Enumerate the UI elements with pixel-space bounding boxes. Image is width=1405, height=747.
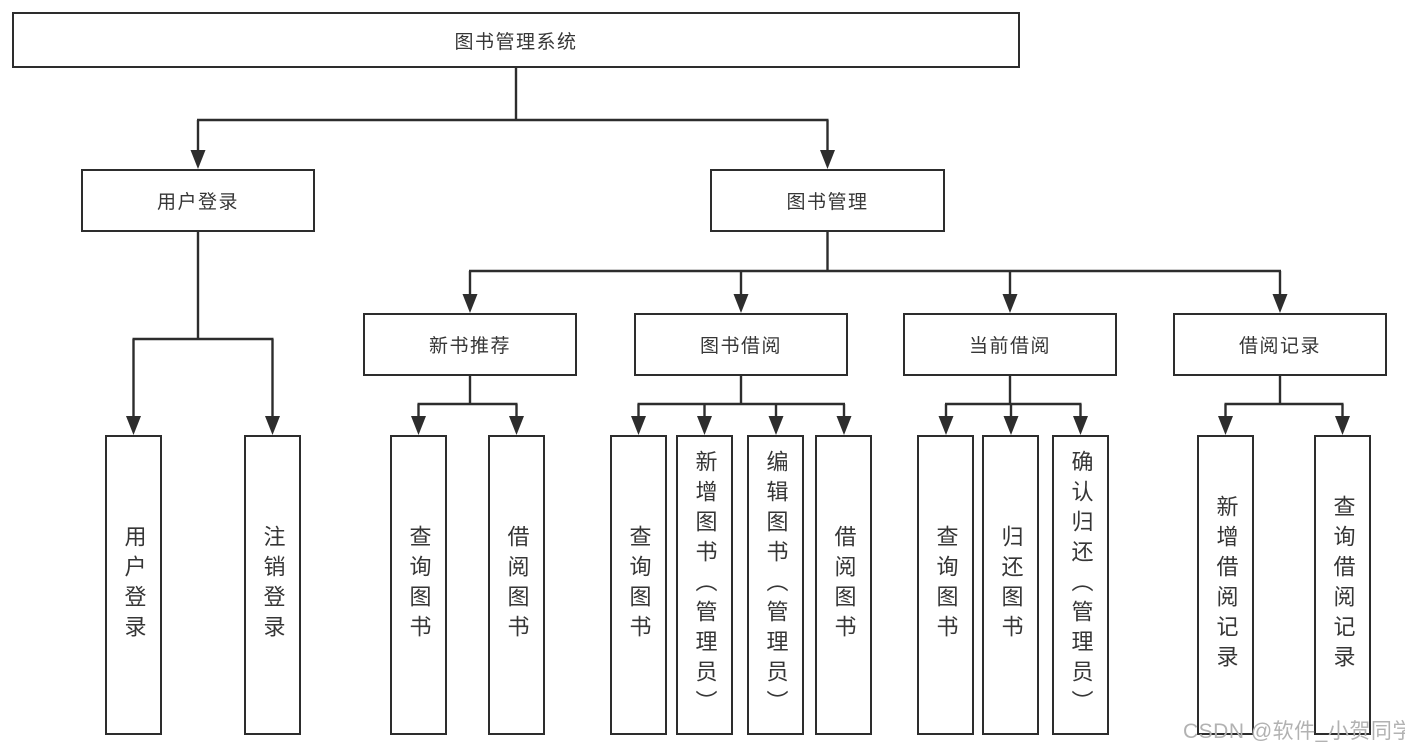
root-node-label: 图书管理系统 [454, 31, 578, 53]
leaf-user-login-label: 用户登录 [121, 525, 147, 645]
node-book-borrowing-label: 图书借阅 [699, 336, 782, 357]
node-new-book-recommend-label: 新书推荐 [428, 336, 511, 357]
leaf-logout: 注销登录 [244, 435, 301, 735]
leaf-borrowing-query-books-label: 查询图书 [626, 525, 652, 645]
node-borrowing-records-label: 借阅记录 [1238, 336, 1321, 357]
node-book-management: 图书管理 [710, 169, 945, 232]
node-current-borrowing-label: 当前借阅 [968, 336, 1051, 357]
leaf-current-query-books-label: 查询图书 [933, 525, 959, 645]
leaf-current-query-books: 查询图书 [917, 435, 974, 735]
leaf-borrowing-borrow-books-label: 借阅图书 [831, 525, 857, 645]
leaf-borrowing-borrow-books: 借阅图书 [815, 435, 872, 735]
leaf-current-confirm-return-label: 确认归还（管理员） [1068, 450, 1094, 720]
leaf-recommend-query-books-label: 查询图书 [406, 525, 432, 645]
root-node: 图书管理系统 [12, 12, 1020, 68]
node-new-book-recommend: 新书推荐 [363, 313, 577, 376]
csdn-watermark: CSDN @软件_小贺同学 [1183, 720, 1405, 743]
leaf-borrowing-query-books: 查询图书 [610, 435, 667, 735]
node-book-management-label: 图书管理 [786, 192, 869, 213]
leaf-records-add-record: 新增借阅记录 [1197, 435, 1254, 735]
leaf-borrowing-add-books-label: 新增图书（管理员） [692, 450, 718, 720]
leaf-logout-label: 注销登录 [260, 525, 286, 645]
leaf-borrowing-edit-books: 编辑图书（管理员） [747, 435, 804, 735]
leaf-records-query-record-label: 查询借阅记录 [1330, 495, 1356, 675]
leaf-current-return-books: 归还图书 [982, 435, 1039, 735]
node-current-borrowing: 当前借阅 [903, 313, 1117, 376]
leaf-records-add-record-label: 新增借阅记录 [1213, 495, 1239, 675]
node-user-login-label: 用户登录 [156, 192, 239, 213]
leaf-borrowing-edit-books-label: 编辑图书（管理员） [763, 450, 789, 720]
node-user-login: 用户登录 [81, 169, 315, 232]
leaf-current-confirm-return: 确认归还（管理员） [1052, 435, 1109, 735]
node-book-borrowing: 图书借阅 [634, 313, 848, 376]
leaf-recommend-borrow-books-label: 借阅图书 [504, 525, 530, 645]
node-borrowing-records: 借阅记录 [1173, 313, 1387, 376]
leaf-borrowing-add-books: 新增图书（管理员） [676, 435, 733, 735]
leaf-user-login: 用户登录 [105, 435, 162, 735]
leaf-recommend-borrow-books: 借阅图书 [488, 435, 545, 735]
leaf-recommend-query-books: 查询图书 [390, 435, 447, 735]
leaf-current-return-books-label: 归还图书 [998, 525, 1024, 645]
leaf-records-query-record: 查询借阅记录 [1314, 435, 1371, 735]
